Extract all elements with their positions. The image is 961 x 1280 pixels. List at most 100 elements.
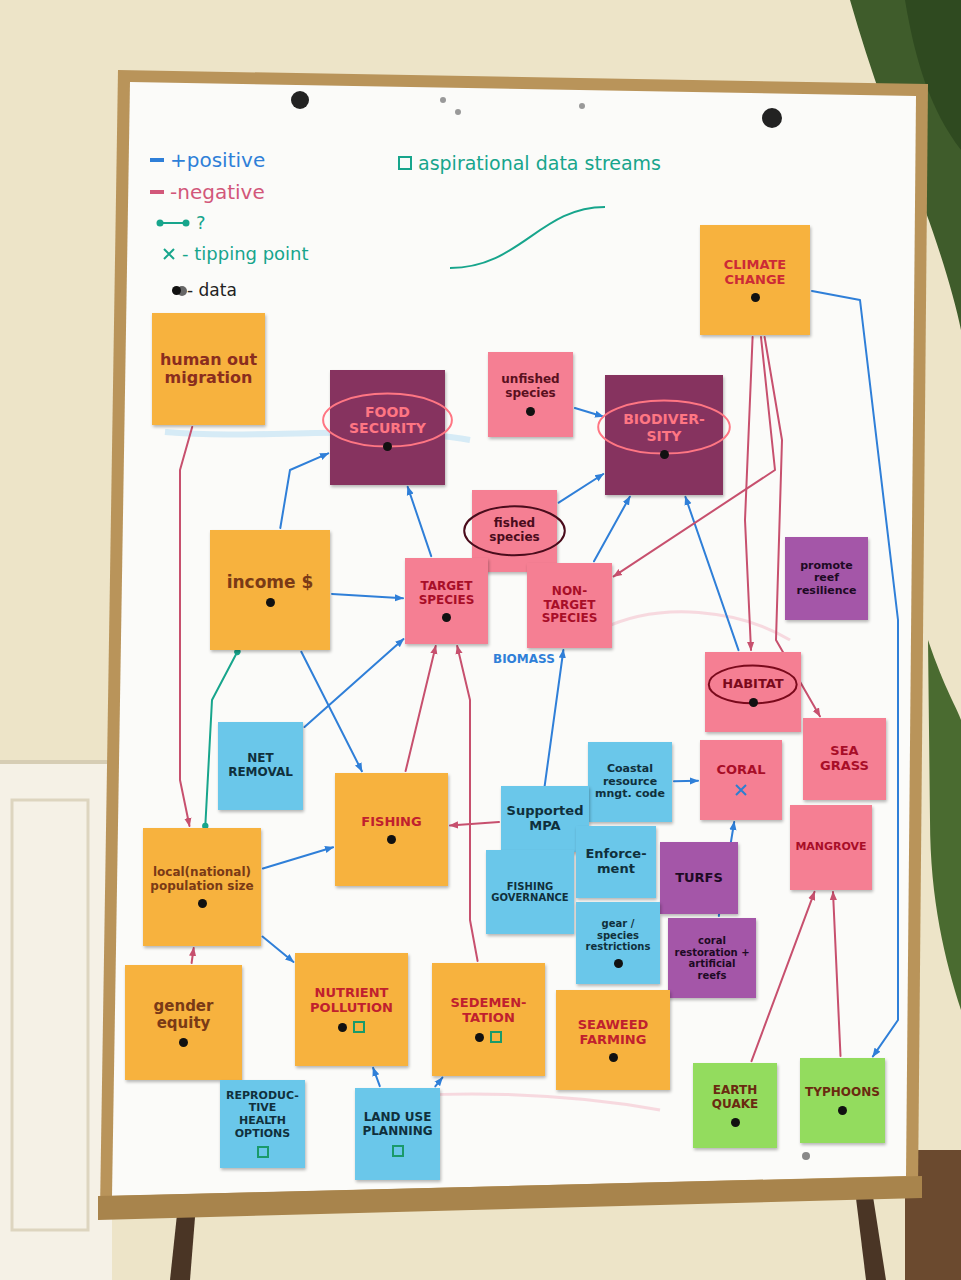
circled-outline — [461, 503, 568, 559]
legend-text: +positive — [170, 148, 265, 172]
screw — [455, 109, 461, 115]
connector-arrow — [263, 847, 333, 868]
legend-dot — [183, 219, 190, 226]
connector-arrow — [301, 652, 362, 771]
wainscot-panel — [12, 800, 88, 1230]
aspirational-square — [392, 1145, 404, 1157]
board-frame — [100, 70, 928, 1210]
note-text: NON- TARGET SPECIES — [532, 585, 607, 626]
connector-arrow — [833, 892, 841, 1056]
note-text: NUTRIENT POLLUTION — [300, 986, 403, 1016]
circled-stroke — [598, 401, 730, 454]
legend-square — [398, 156, 412, 170]
legend-stroke — [160, 222, 186, 224]
data-marks — [442, 613, 451, 622]
data-marks — [614, 959, 623, 968]
legend-text: -negative — [170, 180, 265, 204]
note-text: TARGET SPECIES — [410, 580, 483, 608]
sticky-note: FOOD SECURITY — [330, 370, 445, 485]
sticky-note: promote reef resilience — [785, 537, 868, 620]
legend-sample — [156, 218, 190, 228]
data-dot — [731, 1118, 740, 1127]
connector-arrow — [685, 497, 738, 650]
sticky-note: CLIMATE CHANGE — [700, 225, 810, 335]
note-text: TURFS — [675, 871, 723, 886]
legend-item: - tipping point — [162, 243, 309, 265]
note-text: gear / species restrictions — [581, 918, 655, 953]
note-text: Supported MPA — [506, 804, 584, 834]
sticky-note: TURFS — [660, 842, 738, 914]
aspirational-square — [257, 1146, 269, 1158]
board-tray — [98, 1176, 922, 1220]
whiteboard — [112, 82, 916, 1196]
connector-arrow — [373, 1068, 380, 1086]
connector-arrow — [435, 1078, 442, 1087]
data-marks — [257, 1146, 269, 1158]
circled-stroke — [464, 507, 565, 556]
connector-arrow — [305, 639, 404, 727]
sticky-note: NUTRIENT POLLUTION — [295, 953, 408, 1066]
legend-item: - data — [172, 280, 237, 300]
data-dot — [179, 1038, 188, 1047]
sticky-note: TARGET SPECIES — [405, 558, 488, 644]
sticky-note: Coastal resource mngt. code — [588, 742, 672, 822]
sticky-note: TYPHOONS — [800, 1058, 885, 1143]
connector-arrow — [263, 937, 294, 962]
sticky-note: unfished species — [488, 352, 573, 437]
screw — [440, 97, 446, 103]
board-label: BIOMASS — [490, 652, 558, 666]
sticky-note: human out migration — [152, 313, 265, 425]
note-text: NET REMOVAL — [223, 752, 298, 780]
note-text: FISHING — [361, 815, 421, 830]
data-dot — [387, 835, 396, 844]
note-text: gender equity — [130, 998, 237, 1033]
data-marks — [734, 783, 748, 797]
data-marks — [660, 450, 669, 459]
legend-text: - tipping point — [182, 243, 309, 265]
aspirational-square — [490, 1031, 502, 1043]
note-text: REPRODUC- TIVE HEALTH OPTIONS — [225, 1090, 300, 1141]
legend-text: ? — [196, 212, 206, 234]
legend-item: aspirational data streams — [398, 152, 661, 175]
connector-arrow — [812, 291, 898, 1057]
note-text: EARTH QUAKE — [698, 1084, 772, 1112]
note-text: coral restoration + artificial reefs — [673, 935, 751, 981]
sticky-note: coral restoration + artificial reefs — [668, 918, 756, 998]
data-marks — [266, 598, 275, 607]
sticky-note: SEAWEED FARMING — [556, 990, 670, 1090]
note-text: SEAWEED FARMING — [561, 1018, 665, 1048]
marker-stroke — [450, 207, 605, 268]
legend-text: aspirational data streams — [418, 152, 661, 175]
connector-arrow — [674, 780, 698, 782]
note-text: promote reef resilience — [790, 560, 863, 598]
data-dot — [475, 1033, 484, 1042]
data-dot — [660, 450, 669, 459]
plant-leaves — [928, 640, 961, 1010]
legend-item: +positive — [150, 148, 265, 172]
note-text: FISHING GOVERNANCE — [491, 881, 569, 904]
data-marks — [751, 293, 760, 302]
data-marks — [731, 1118, 740, 1127]
sticky-note: REPRODUC- TIVE HEALTH OPTIONS — [220, 1080, 305, 1168]
sticky-note: gender equity — [125, 965, 242, 1080]
tipping-point-mark — [734, 783, 748, 797]
data-dot — [338, 1023, 347, 1032]
legend-swatch — [150, 190, 164, 194]
connector-arrow — [332, 594, 403, 598]
data-dot — [198, 899, 207, 908]
aspirational-square — [353, 1021, 365, 1033]
connector-arrow — [594, 497, 630, 562]
data-dot — [383, 442, 392, 451]
sticky-note: NON- TARGET SPECIES — [527, 563, 612, 648]
legend-stroke — [164, 249, 174, 259]
note-text: CORAL — [717, 763, 766, 778]
sticky-note: SEA GRASS — [803, 718, 886, 800]
connector-arrow — [280, 453, 328, 528]
connector-arrow — [559, 474, 604, 503]
wainscot — [0, 760, 112, 1280]
data-dot — [751, 293, 760, 302]
sticky-note: FISHING GOVERNANCE — [486, 850, 574, 934]
sticky-note: income $ — [210, 530, 330, 650]
note-text: TYPHOONS — [805, 1086, 880, 1100]
magnet — [762, 108, 782, 128]
